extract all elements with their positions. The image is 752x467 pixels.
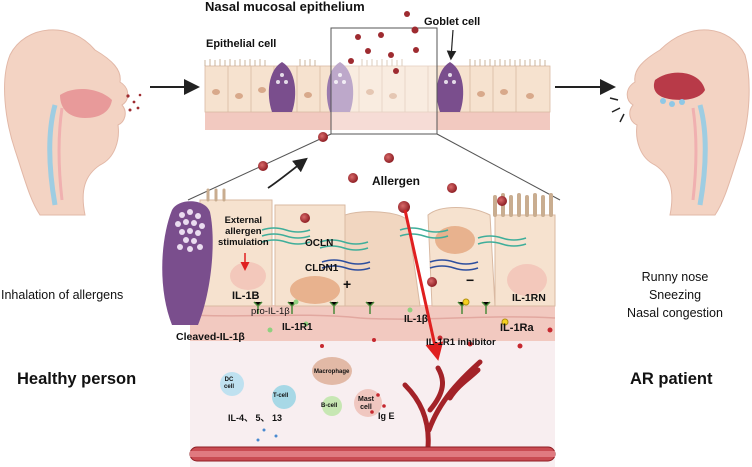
goblet-pointer [446, 29, 457, 61]
epithelial-cell-label: Epithelial cell [206, 38, 277, 50]
cleaved-il1b-label: Cleaved-IL-1β [176, 331, 245, 343]
pro-il1b-label: pro-IL-1β [251, 306, 290, 317]
interleukins-label: IL-4、 5、 13 [228, 413, 283, 423]
inhibitor-label: IL-1R1 inhibitor [426, 337, 496, 348]
t-cell-label: T-cell [273, 393, 289, 399]
plus-sign: + [343, 276, 352, 292]
symptom-item: Nasal congestion [627, 306, 723, 320]
ar-patient-label: AR patient [630, 370, 713, 388]
ar-patient-head [626, 29, 750, 216]
il1b-gene-label: IL-1B [232, 290, 260, 302]
airborne-allergens [348, 11, 419, 74]
il1rn-label: IL-1RN [512, 292, 546, 304]
magnified-tissue [162, 188, 556, 467]
ige-label: Ig E [378, 411, 395, 421]
healthy-person-label: Healthy person [17, 370, 137, 388]
b-cell-label: B-cell [321, 403, 338, 409]
healthy-person-head [4, 29, 129, 216]
macrophage-label: Macrophage [314, 369, 350, 375]
symptom-list: Runny nose Sneezing Nasal congestion [600, 268, 750, 322]
goblet-cell-label: Goblet cell [424, 16, 481, 28]
diagram-title: Nasal mucosal epithelium [205, 0, 365, 14]
il1r1-label: IL-1R1 [282, 322, 313, 333]
ocln-label: OCLN [305, 238, 334, 249]
dc-cell-label: DC cell [224, 377, 235, 390]
inhaled-particles [126, 93, 142, 112]
symptom-item: Runny nose [641, 270, 709, 284]
zoom-box [330, 27, 438, 135]
curved-escape-arrow [267, 157, 308, 189]
allergen-label: Allergen [372, 174, 421, 188]
zoom-line-right [436, 133, 561, 201]
epithelium-strip [204, 59, 551, 130]
magnified-allergens [258, 132, 507, 287]
cldn1-label: CLDN1 [305, 263, 339, 274]
inhalation-caption: Inhalation of allergens [1, 288, 124, 302]
il1ra-label: IL-1Ra [500, 322, 534, 334]
symptom-item: Sneezing [648, 288, 702, 302]
il1b-label: IL-1β [404, 314, 428, 325]
sneeze-lines-icon [609, 97, 625, 123]
external-stimulation-label: External allergen stimulation [218, 215, 269, 248]
mast-cell-label: Mast cell [358, 396, 374, 411]
allergen-penetration-arrow [403, 209, 444, 361]
minus-sign: − [466, 272, 475, 288]
